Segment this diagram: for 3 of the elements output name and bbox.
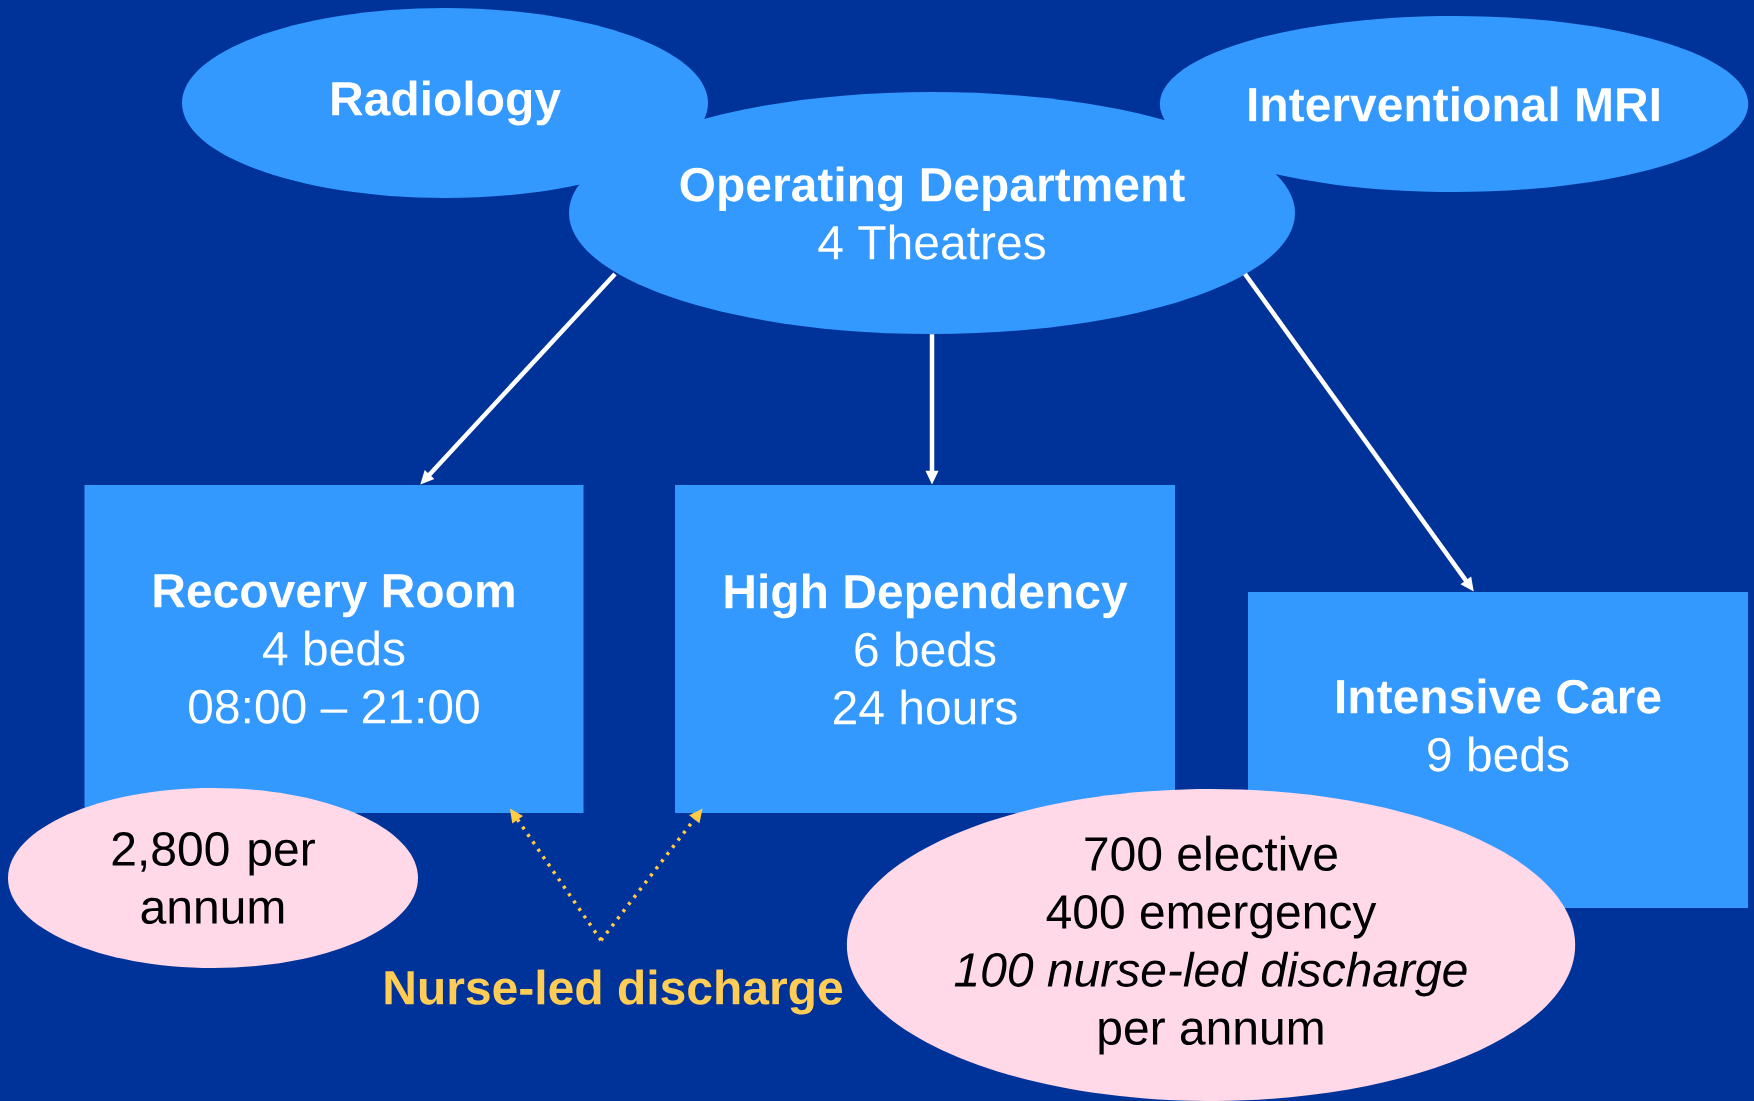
discharge-label: Nurse-led discharge bbox=[385, 969, 843, 1015]
unit-box: High Dependency 6 beds 24 hours bbox=[675, 485, 1175, 813]
unit-box: Recovery Room 4 beds 08:00 – 21:00 bbox=[84, 485, 584, 813]
